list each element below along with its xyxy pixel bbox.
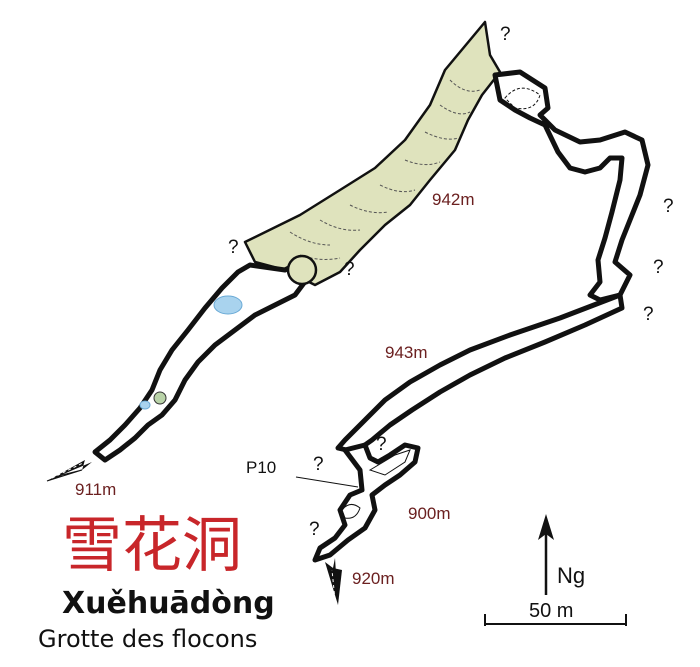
p10-shaft xyxy=(341,504,361,519)
unknown-mark: ? xyxy=(643,304,654,325)
french-title: Grotte des flocons xyxy=(38,625,257,653)
left-gallery xyxy=(92,259,313,463)
water-pool xyxy=(213,295,243,315)
sediment-zone xyxy=(243,20,502,287)
moss-patch xyxy=(153,391,167,405)
unknown-mark: ? xyxy=(313,454,324,475)
lower-gallery xyxy=(312,442,421,563)
upper-gallery-pit xyxy=(504,87,541,110)
sediment-texture xyxy=(289,79,481,260)
unknown-mark: ? xyxy=(228,237,239,258)
unknown-mark: ? xyxy=(663,196,674,217)
chinese-title: 雪花洞 xyxy=(62,511,242,581)
middle-gallery xyxy=(335,292,625,455)
pitch-label: P10 xyxy=(246,458,276,477)
altitude-label: 911m xyxy=(75,480,116,499)
unknown-mark: ? xyxy=(376,434,387,455)
pitch-leader-line xyxy=(295,476,359,488)
entrance-arrow-icon xyxy=(46,460,92,482)
pinyin-title: Xuěhuādòng xyxy=(62,586,275,621)
unknown-mark: ? xyxy=(653,257,664,278)
lower-chamber-detail xyxy=(368,449,411,476)
altitude-label: 900m xyxy=(408,504,451,523)
north-arrow-icon xyxy=(538,514,554,595)
water-pool-small xyxy=(139,400,151,410)
altitude-label: 920m xyxy=(352,569,395,588)
sediment-chamber xyxy=(286,254,318,286)
scale-label: 50 m xyxy=(529,600,573,622)
altitude-label: 943m xyxy=(385,343,428,362)
unknown-mark: ? xyxy=(309,519,320,540)
unknown-mark: ? xyxy=(344,259,355,280)
north-label: Ng xyxy=(557,563,585,588)
scale-bar xyxy=(484,614,627,626)
entrance-arrow-icon xyxy=(325,558,342,605)
upper-gallery xyxy=(492,69,651,303)
unknown-mark: ? xyxy=(500,24,511,45)
altitude-label: 942m xyxy=(432,190,475,209)
